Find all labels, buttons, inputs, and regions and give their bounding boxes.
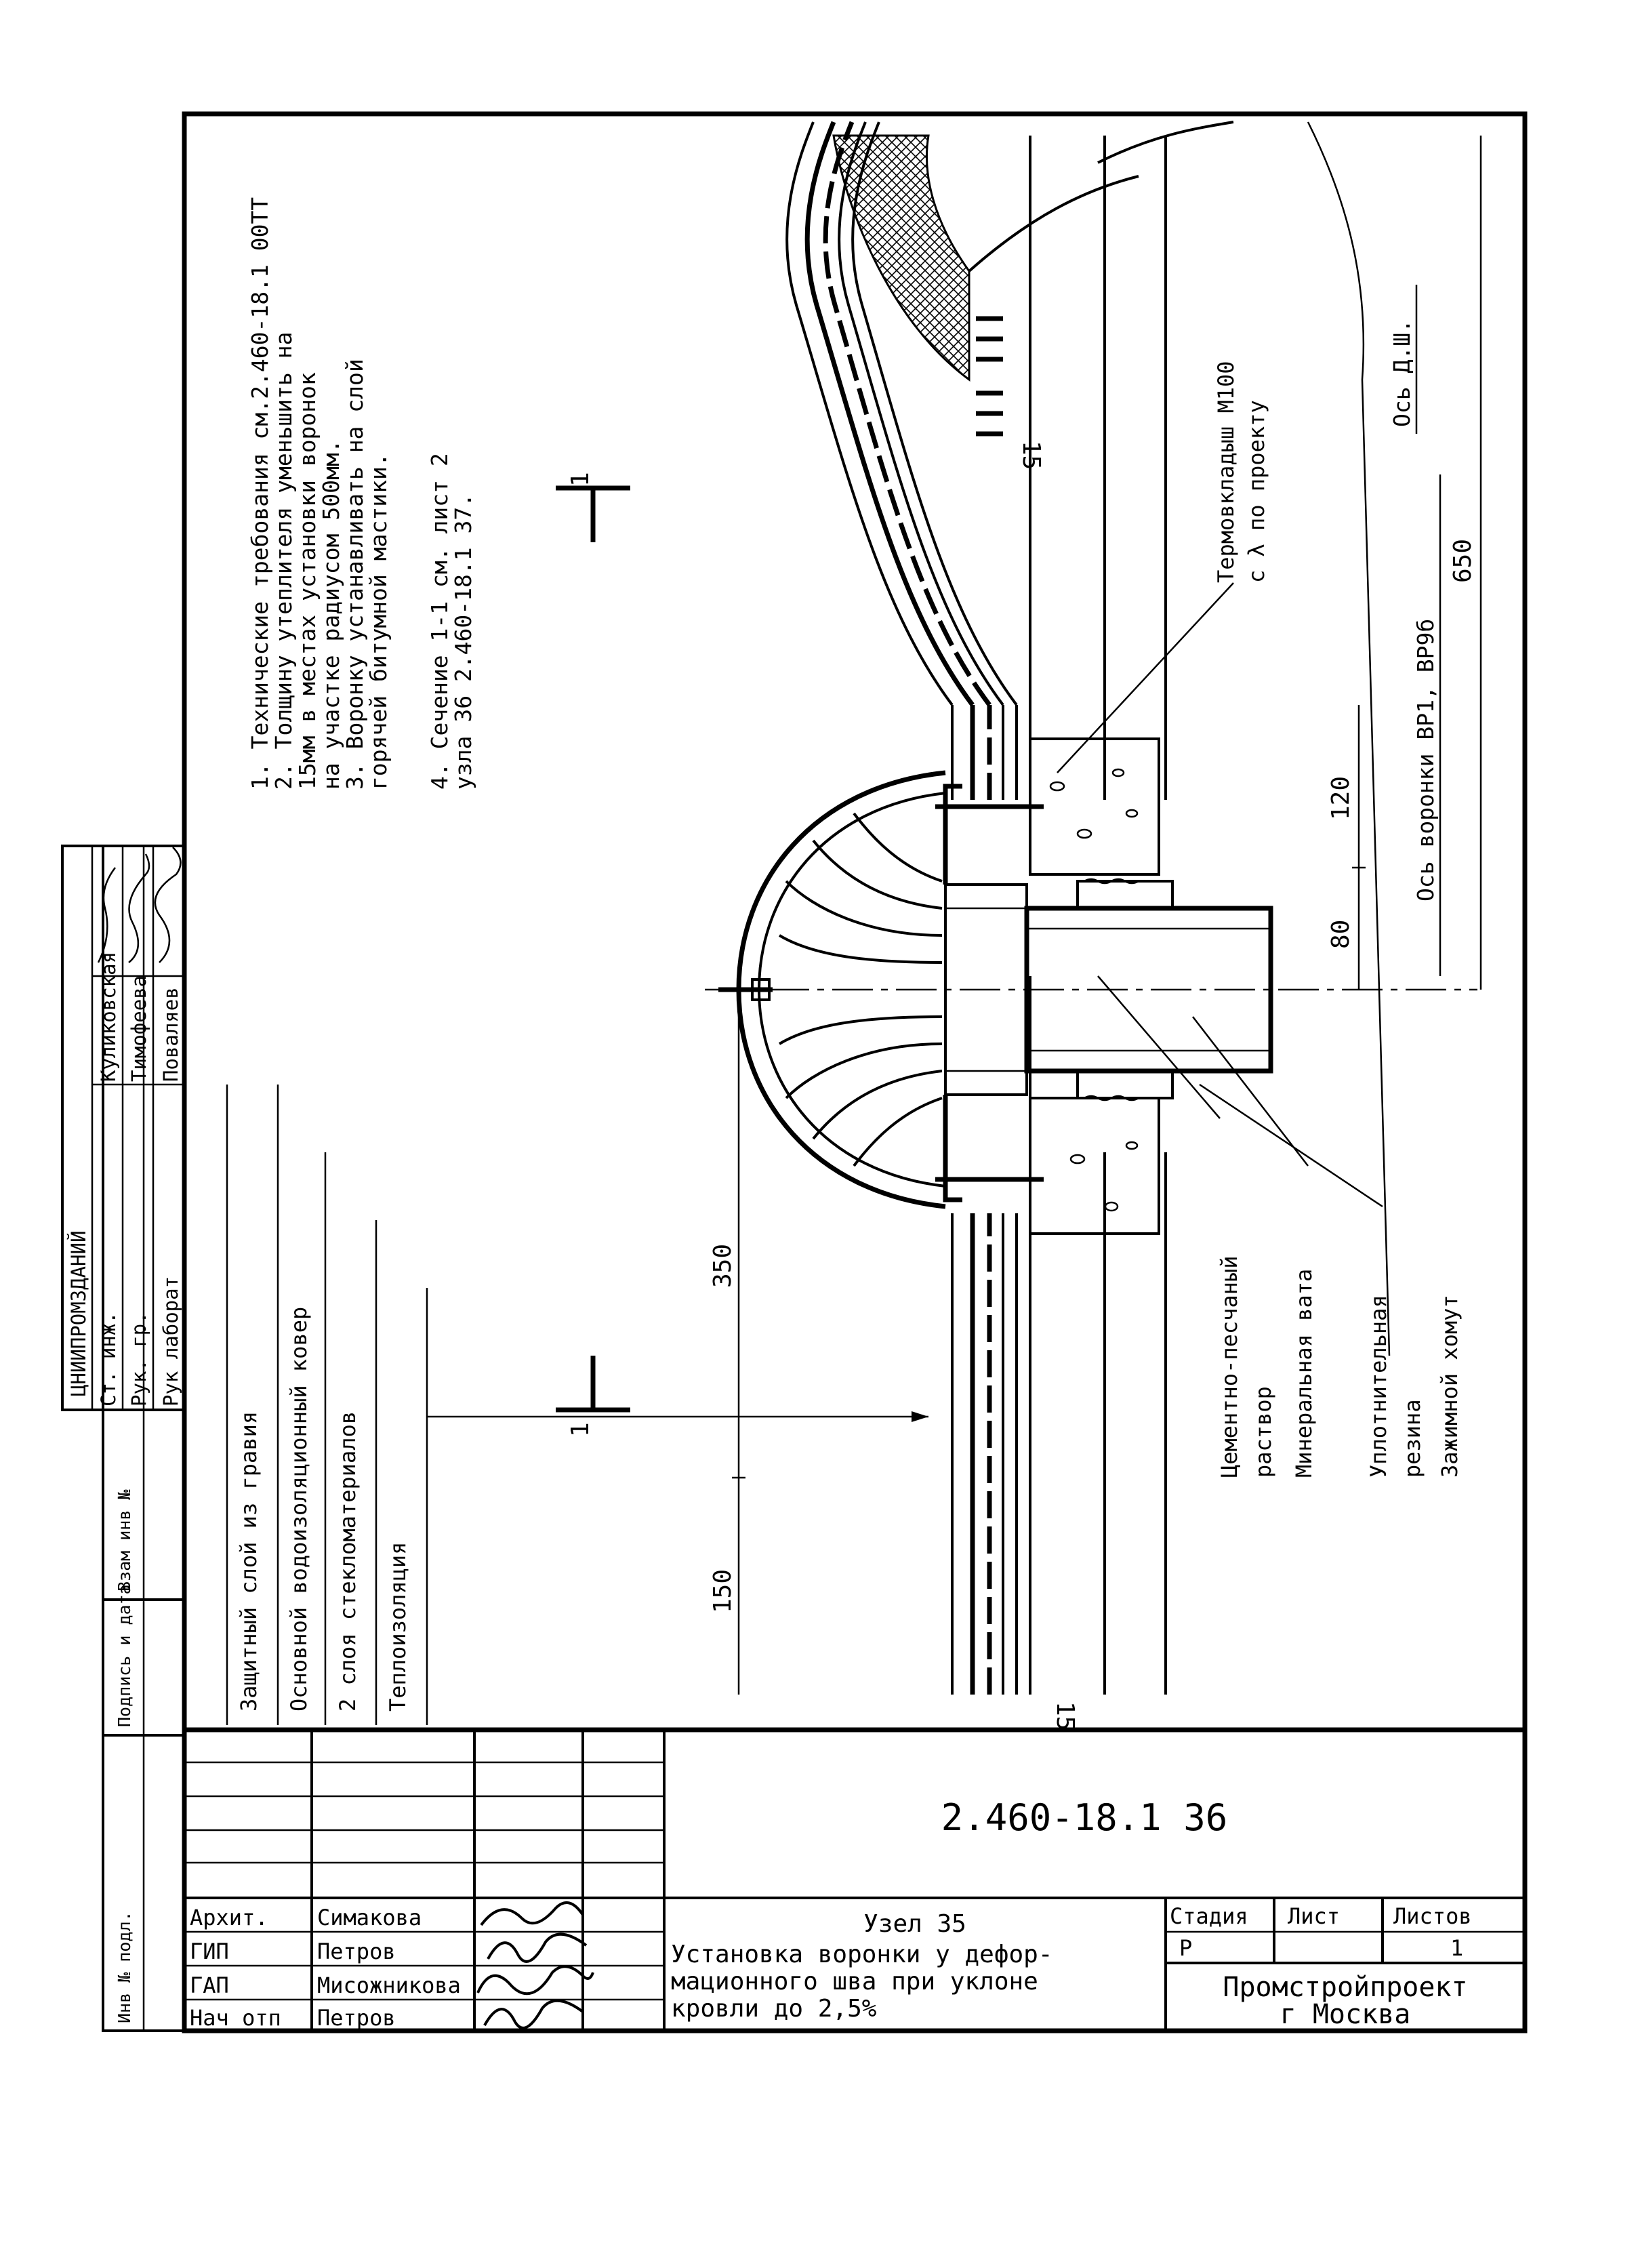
- note-line-4: на участке радиусом 500мм.: [318, 439, 344, 790]
- fasteners: [976, 316, 1003, 437]
- org-line-2: г Москва: [1280, 1999, 1411, 2030]
- axis-funnel-label: Ось воронки ВР1, ВР9б: [1412, 619, 1439, 902]
- callout-mortar-2: раствор: [1250, 1386, 1276, 1478]
- callout-mortar-1: Цементно-песчаный: [1216, 1255, 1242, 1478]
- doc-code: 2.460-18.1 36: [941, 1796, 1228, 1839]
- side-label-signature: Подпись и дата: [115, 1584, 134, 1727]
- callout-rubber-2: резина: [1399, 1399, 1425, 1478]
- value-stage: Р: [1179, 1935, 1192, 1961]
- stamp-signature-3: [154, 847, 182, 963]
- notes-block: 1. Технические требования см.2.460-18.1 …: [247, 197, 476, 790]
- title-block: 2.460-18.1 36 Узел 35 Установка воронки …: [184, 1730, 1525, 2031]
- callout-clamp: Зажимной хомут: [1437, 1295, 1463, 1478]
- person-role-2: ГИП: [190, 1939, 229, 1964]
- callout-insert-1: Термовкладыш М100: [1213, 361, 1239, 583]
- dim-80: 80: [1327, 920, 1355, 949]
- org-line-1: Промстройпроект: [1223, 1972, 1467, 2003]
- dim-15-lower: 15: [1051, 1701, 1079, 1730]
- callouts: Цементно-песчаный раствор Минеральная ва…: [1057, 361, 1463, 1478]
- person-name-1: Симакова: [317, 1905, 422, 1930]
- org-stamp: ЦНИИПРОМЗДАНИЙ Ст. инж. Рук. гр. Рук лаб…: [61, 845, 186, 1411]
- person-name-2: Петров: [317, 1939, 396, 1964]
- layer-insulation: Теплоизоляция: [385, 1542, 411, 1712]
- side-strip: Инв № подл. Подпись и дата Взам инв №: [102, 845, 186, 2032]
- person-name-3: Мисожникова: [317, 1972, 461, 1998]
- note-line-2: 2. Толщину утеплителя уменьшить на: [270, 331, 297, 790]
- stamp-signature-2: [128, 853, 150, 963]
- layer-legend: Защитный слой из гравия Основной водоизо…: [226, 1085, 928, 1725]
- section-mark-bottom: 1: [567, 1422, 594, 1437]
- node-title: Узел 35: [863, 1910, 966, 1938]
- dim-650: 650: [1449, 539, 1477, 583]
- side-label-inv: Инв № подл.: [115, 1911, 134, 2023]
- callout-insert-2: с λ по проекту: [1244, 400, 1269, 583]
- side-label-replace: Взам инв №: [115, 1489, 134, 1592]
- handwritten-signatures: [476, 1901, 594, 2029]
- layer-gravel: Защитный слой из гравия: [236, 1411, 262, 1712]
- title-line-1: Установка воронки у дефор-: [671, 1941, 1053, 1968]
- note-line-5: 3. Воронку устанавливать на слой: [342, 359, 368, 790]
- person-role-1: Архит.: [190, 1905, 268, 1930]
- section-mark-top: 1: [567, 472, 594, 487]
- note-line-7: 4. Сечение 1-1 см. лист 2: [426, 453, 453, 790]
- title-line-2: мационного шва при уклоне: [671, 1968, 1038, 1996]
- dim-350: 350: [709, 1244, 737, 1288]
- note-line-1: 1. Технические требования см.2.460-18.1 …: [247, 197, 273, 790]
- layer-waterproofing: Основной водоизоляционный ковер: [286, 1307, 312, 1712]
- axis-labels: Ось воронки ВР1, ВР9б Ось Д.Ш.: [1307, 121, 1441, 1356]
- dim-15-upper: 15: [1017, 441, 1045, 470]
- stamp-name-1: Куликовская: [97, 952, 120, 1082]
- value-sheets: 1: [1450, 1935, 1463, 1961]
- section-marks: 1 1: [556, 472, 630, 1437]
- section-drawing: [705, 121, 1477, 1695]
- note-line-3: 15мм в местах установки воронок: [294, 372, 321, 790]
- stamp-name-3: Поваляев: [159, 987, 182, 1082]
- person-role-3: ГАП: [190, 1972, 229, 1998]
- stamp-signature-1: [97, 867, 116, 963]
- sheet-frame: [182, 111, 1528, 2033]
- callout-wool: Минеральная вата: [1291, 1269, 1317, 1478]
- header-stage: Стадия: [1170, 1903, 1248, 1929]
- concrete-aggregate: [1049, 768, 1139, 1212]
- axis-joint-label: Ось Д.Ш.: [1389, 319, 1415, 427]
- dimension-lines: 350 150 120 80 650 15 15: [709, 136, 1482, 1730]
- stamp-org: ЦНИИПРОМЗДАНИЙ: [67, 1231, 90, 1396]
- dim-150: 150: [709, 1569, 737, 1613]
- dim-120: 120: [1327, 776, 1355, 820]
- note-line-8: узла 36 2.460-18.1 37.: [450, 493, 476, 790]
- header-sheets: Листов: [1393, 1903, 1472, 1929]
- header-sheet: Лист: [1288, 1903, 1340, 1929]
- person-role-4: Нач отп: [190, 2005, 281, 2031]
- stamp-role-1: Ст. инж.: [97, 1312, 120, 1406]
- title-line-3: кровли до 2,5%: [671, 1995, 877, 2023]
- person-name-4: Петров: [317, 2005, 396, 2031]
- layer-glass: 2 слоя стекломатериалов: [335, 1411, 361, 1712]
- note-line-6: горячей битумной мастики.: [365, 453, 392, 790]
- stamp-role-3: Рук лаборат: [159, 1276, 182, 1406]
- stamp-role-2: Рук. гр.: [127, 1312, 150, 1406]
- callout-rubber-1: Уплотнительная: [1366, 1295, 1391, 1478]
- grate-ribs: [778, 812, 943, 1167]
- stamp-name-2: Тимофеева: [127, 975, 150, 1082]
